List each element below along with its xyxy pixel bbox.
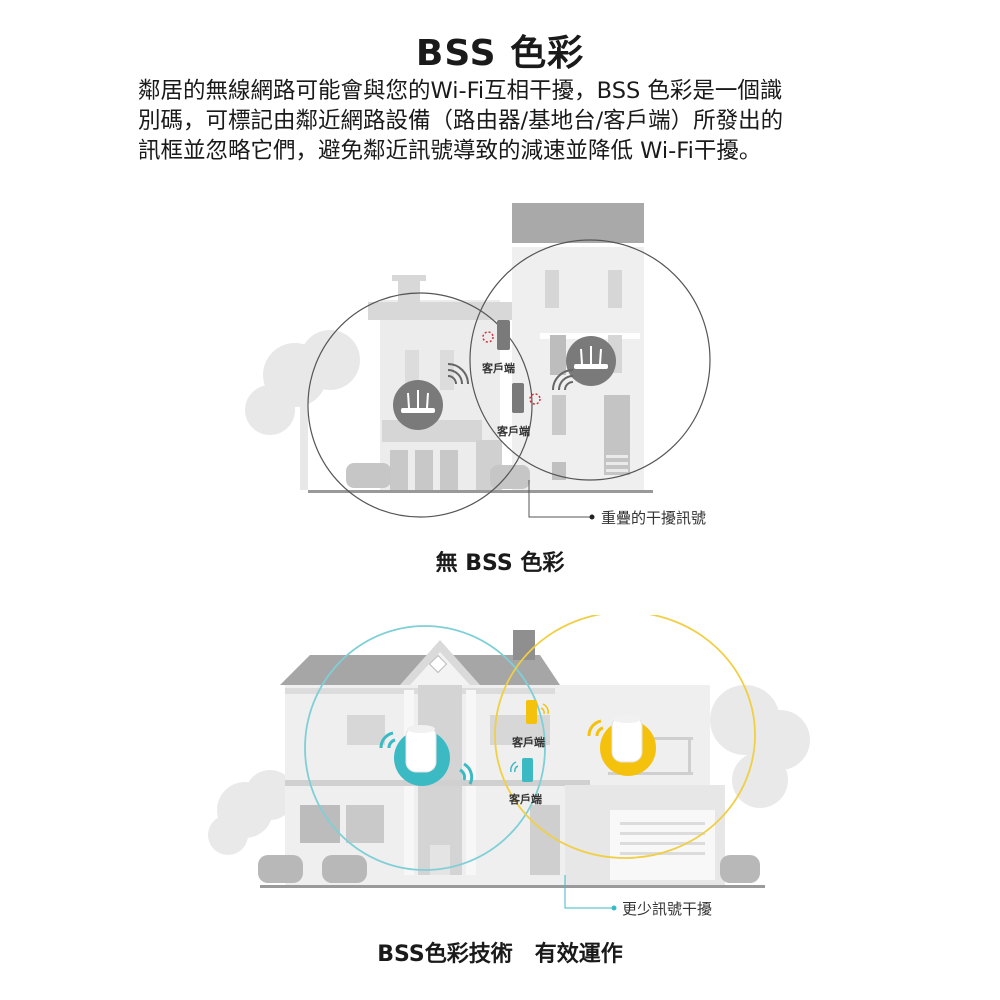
annotation-dot <box>589 514 595 520</box>
description: 鄰居的無線網路可能會與您的Wi-Fi互相干擾，BSS 色彩是一個識 別碼，可標記… <box>138 76 878 166</box>
annotation-line <box>564 875 612 909</box>
wifi-waves-icon <box>540 703 549 715</box>
annotation-label: 更少訊號干擾 <box>622 900 713 918</box>
phone-icon <box>522 758 533 782</box>
wifi-waves-icon <box>447 363 469 385</box>
client-label: 客戶端 <box>497 425 530 438</box>
client-label: 客戶端 <box>509 793 542 806</box>
tree-icon <box>208 685 810 855</box>
annotation-dot <box>611 905 617 911</box>
phone-icon <box>526 700 537 724</box>
left-building <box>368 275 513 490</box>
mesh-unit-icon <box>394 725 450 786</box>
diagram-without-bss <box>245 203 711 520</box>
client-label: 客戶端 <box>512 736 545 749</box>
bush-icon <box>258 855 760 883</box>
coverage-circle-right <box>469 239 711 481</box>
coverage-circle-yellow <box>494 615 756 859</box>
wifi-waves-icon <box>379 731 474 785</box>
annotation-line <box>528 480 590 518</box>
diagram-with-bss <box>208 615 810 911</box>
caption-without-bss: 無 BSS 色彩 <box>435 551 565 576</box>
wifi-waves-icon <box>587 719 604 737</box>
coverage-circle-teal <box>304 625 546 871</box>
wifi-waves-icon <box>510 761 519 773</box>
mesh-unit-icon <box>600 715 656 776</box>
coverage-circle-left <box>307 292 533 518</box>
router-icon <box>566 336 616 386</box>
description-line: 鄰居的無線網路可能會與您的Wi-Fi互相干擾，BSS 色彩是一個識 <box>138 78 783 104</box>
page-title: BSS 色彩 <box>415 33 585 74</box>
phone-icon <box>512 383 524 413</box>
description-line: 別碼，可標記由鄰近網路設備（路由器/基地台/客戶端）所發出的 <box>138 108 784 134</box>
caption-with-bss: BSS色彩技術 有效運作 <box>377 942 623 967</box>
interference-icon <box>482 331 541 405</box>
tree-icon <box>245 330 360 490</box>
wifi-waves-icon <box>552 369 574 391</box>
description-line: 訊框並忽略它們，避免鄰近訊號導致的減速並降低 Wi-Fi干擾。 <box>138 138 762 164</box>
annotation-label: 重疊的干擾訊號 <box>601 509 707 527</box>
router-icon <box>393 380 443 430</box>
phone-icon <box>497 320 510 350</box>
client-label: 客戶端 <box>482 362 515 375</box>
house <box>280 630 725 885</box>
